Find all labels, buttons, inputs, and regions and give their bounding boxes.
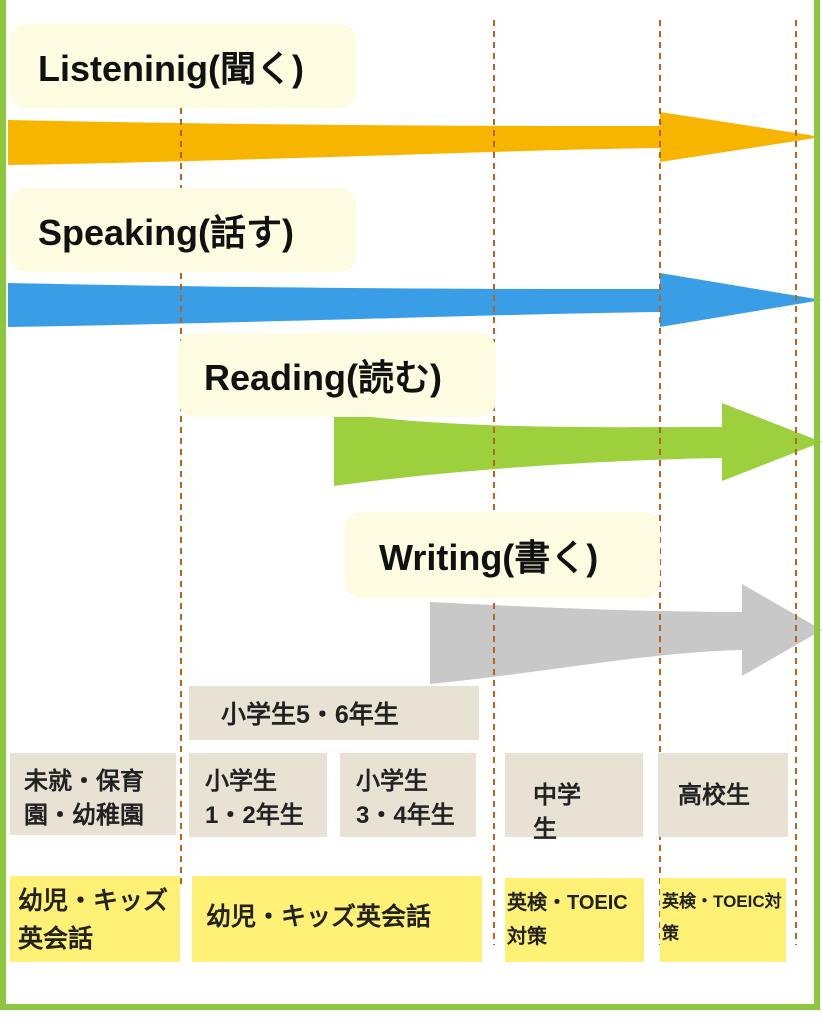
speaking-label: Speaking(話す) [10,188,356,272]
stage-high-school: 高校生 [658,753,788,837]
writing-label: Writing(書く) [345,512,660,598]
stage-grade12: 小学生1・2年生 [189,753,327,837]
listening-label: Listeninig(聞く) [10,24,356,108]
stage-grade34: 小学生3・4年生 [340,753,476,837]
writing-arrow [430,584,822,684]
stage-junior-high: 中学生 [505,753,643,843]
listening-arrow [8,112,822,165]
course-eiken-toeic-a: 英検・TOEIC対策 [505,878,644,962]
reading-arrow [334,403,822,486]
stage-grade56: 小学生5・6年生 [189,686,479,740]
reading-label: Reading(読む) [178,333,496,417]
speaking-arrow [8,273,822,327]
course-kids-b: 幼児・キッズ英会話 [192,876,482,962]
stage-preschool: 未就・保育園・幼稚園 [10,753,176,835]
course-kids-a: 幼児・キッズ英会話 [10,876,180,962]
course-eiken-toeic-b: 英検・TOEIC対策 [660,878,786,962]
